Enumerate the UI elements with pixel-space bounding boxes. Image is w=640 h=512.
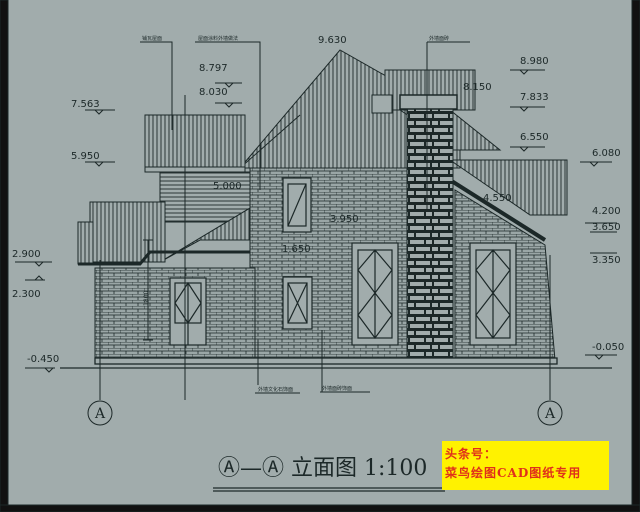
level-3650: 3.650 bbox=[592, 222, 621, 233]
left-wall-siding bbox=[159, 171, 256, 223]
callout-roof-coating: 屋面涂料外墙做法 bbox=[198, 35, 238, 42]
dimension-1800: 1800 bbox=[143, 291, 150, 306]
level-7563: 7.563 bbox=[71, 99, 100, 110]
level-5950: 5.950 bbox=[71, 151, 100, 162]
level-6550: 6.550 bbox=[520, 132, 549, 143]
level-7833: 7.833 bbox=[520, 92, 549, 103]
upper-left-roof bbox=[144, 114, 246, 168]
callout-wall-tile: 外墙面砖 bbox=[429, 35, 449, 42]
level-minus-0050: -0.050 bbox=[592, 342, 624, 353]
right-lower-roof bbox=[448, 159, 568, 216]
level-minus-0450: -0.450 bbox=[27, 354, 59, 365]
callout-culture-stone: 外墙文化石饰面 bbox=[258, 386, 293, 393]
level-1650: 1.650 bbox=[282, 244, 311, 255]
axis-label-left: A bbox=[94, 406, 106, 422]
axis-label-right: A bbox=[544, 406, 556, 422]
drawing-title: Ⓐ—Ⓐ 立面图 1:100 bbox=[218, 456, 428, 481]
right-roof-slope bbox=[449, 108, 502, 151]
level-8150: 8.150 bbox=[463, 82, 492, 93]
callout-wall-tile-finish: 外墙面砖饰面 bbox=[322, 385, 352, 392]
axis-bubble-right bbox=[537, 400, 563, 426]
level-3950: 3.950 bbox=[330, 214, 359, 225]
level-2900: 2.900 bbox=[12, 249, 41, 260]
frame-left bbox=[0, 0, 9, 512]
callout-roof-tile: 铺瓦屋面 bbox=[142, 35, 162, 42]
frame-bottom bbox=[0, 504, 640, 512]
plinth bbox=[94, 357, 558, 365]
level-9630: 9.630 bbox=[318, 35, 347, 46]
watermark-stamp: 头条号： 菜鸟绘图CAD图纸专用 bbox=[442, 441, 609, 490]
dormer-vent bbox=[371, 94, 393, 114]
level-8030: 8.030 bbox=[199, 87, 228, 98]
level-4200: 4.200 bbox=[592, 206, 621, 217]
level-6080: 6.080 bbox=[592, 148, 621, 159]
level-3350: 3.350 bbox=[592, 255, 621, 266]
title-underline bbox=[213, 487, 445, 492]
axis-bubble-left bbox=[87, 400, 113, 426]
level-8980: 8.980 bbox=[520, 56, 549, 67]
level-8797: 8.797 bbox=[199, 63, 228, 74]
frame-right bbox=[631, 0, 640, 512]
watermark-line2: 菜鸟绘图CAD图纸专用 bbox=[445, 466, 582, 480]
level-5000: 5.000 bbox=[213, 181, 242, 192]
level-2300: 2.300 bbox=[12, 289, 41, 300]
watermark-line1: 头条号： bbox=[445, 447, 498, 461]
level-4550: 4.550 bbox=[483, 193, 512, 204]
chimney bbox=[406, 107, 454, 361]
chimney-cap bbox=[399, 94, 458, 110]
